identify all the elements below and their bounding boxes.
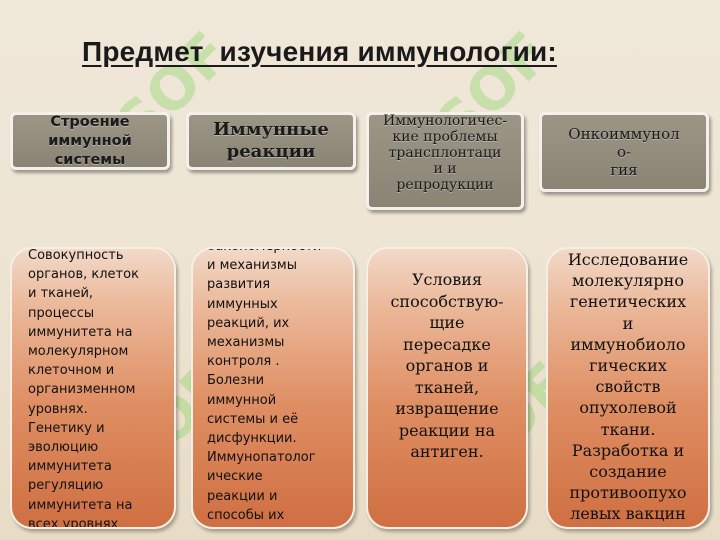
content-text: Условия способствую- щие пересадке орган… (390, 270, 504, 461)
page-title: Предмет изучения иммунологии: (82, 36, 557, 67)
header-box-oncoimmunology: Онкоиммунол о- гия (539, 112, 709, 192)
content-box-oncoimmunology: Исследование молекулярно генетических и … (546, 247, 710, 529)
content-text: Совокупность органов, клеток и тканей, п… (28, 248, 139, 529)
content-box-transplantation: Условия способствую- щие пересадке орган… (366, 247, 528, 529)
header-label: Онкоиммунол о- гия (568, 125, 680, 179)
header-box-structure: Строение иммунной системы (10, 112, 170, 170)
header-label: Строение иммунной системы (48, 113, 132, 168)
header-box-transplantation: Иммунологичес- кие проблемы трансплонтац… (366, 112, 524, 210)
header-label: Иммунологичес- кие проблемы трансплонтац… (382, 113, 508, 193)
content-text: Исследование молекулярно генетических и … (567, 250, 689, 524)
content-text: Закономерности и механизмы развития имму… (207, 249, 321, 523)
content-box-reactions: Закономерности и механизмы развития имму… (191, 247, 355, 529)
header-box-reactions: Иммунные реакции (186, 112, 356, 170)
header-label: Иммунные реакции (213, 119, 329, 162)
content-box-structure: Совокупность органов, клеток и тканей, п… (10, 247, 176, 529)
